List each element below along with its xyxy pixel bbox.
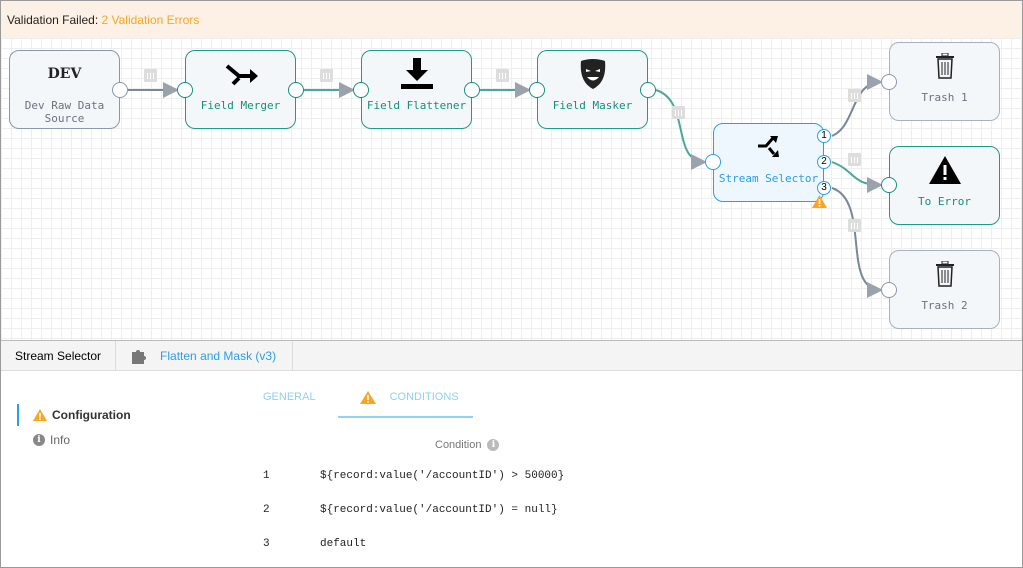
output-port[interactable] [464, 82, 480, 98]
input-port[interactable] [881, 177, 897, 193]
mask-icon [538, 59, 647, 89]
tab-stage[interactable]: Stream Selector [1, 341, 117, 370]
trash-icon [890, 259, 999, 289]
condition-row[interactable]: 1 ${record:value('/accountID') > 50000} [263, 470, 564, 482]
input-port[interactable] [881, 282, 897, 298]
condition-number: 1 [263, 470, 270, 482]
warning-icon [359, 391, 376, 404]
condition-header-label: Condition [435, 439, 482, 451]
node-label: Field Flattener [366, 99, 467, 112]
edge-masker-selector [655, 89, 707, 170]
condition-header: Condition i [435, 439, 500, 451]
input-port[interactable] [353, 82, 369, 98]
stats-icon[interactable] [672, 106, 685, 119]
tab-general[interactable]: GENERAL [263, 391, 316, 403]
condition-row[interactable]: 3 default [263, 538, 366, 550]
tab-conditions[interactable]: CONDITIONS [337, 391, 473, 418]
condition-expression[interactable]: ${record:value('/accountID') = null} [320, 504, 558, 516]
merge-icon [186, 59, 295, 89]
trash-icon [890, 51, 999, 81]
edge-selector-error [831, 161, 883, 193]
node-label: Trash 2 [921, 299, 968, 312]
warning-icon [890, 155, 999, 185]
condition-expression[interactable]: default [320, 538, 367, 550]
output-port-3[interactable]: 3 [817, 181, 831, 195]
condition-row[interactable]: 2 ${record:value('/accountID') = null} [263, 504, 558, 516]
node-label: Trash 1 [921, 91, 968, 104]
sidebar-item-label: Info [50, 433, 71, 447]
node-trash-1[interactable]: Trash 1 [889, 42, 1000, 121]
node-dev-raw-data-source[interactable]: DEV Dev Raw Data Source [9, 50, 120, 129]
puzzle-icon [132, 349, 147, 364]
node-to-error[interactable]: To Error [889, 146, 1000, 225]
condition-number: 3 [263, 538, 270, 550]
validation-label: Validation Failed: [7, 13, 102, 27]
tab-pipeline-label: Flatten and Mask (v3) [160, 348, 277, 363]
node-field-masker[interactable]: Field Masker [537, 50, 648, 129]
stats-icon[interactable] [496, 69, 509, 82]
tab-stage-label: Stream Selector [15, 348, 102, 363]
condition-number: 2 [263, 504, 270, 516]
node-label: Field Masker [552, 99, 633, 112]
download-icon [362, 58, 471, 89]
stats-icon[interactable] [848, 153, 861, 166]
tab-pipeline[interactable]: Flatten and Mask (v3) [116, 341, 294, 370]
output-port[interactable] [112, 82, 128, 98]
node-label: Stream Selector [718, 172, 819, 185]
input-port[interactable] [881, 74, 897, 90]
validation-banner: Validation Failed: 2 Validation Errors [1, 1, 1022, 38]
output-port-1[interactable]: 1 [817, 129, 831, 143]
output-port[interactable] [288, 82, 304, 98]
validation-errors-link[interactable]: 2 Validation Errors [101, 13, 200, 27]
node-field-flattener[interactable]: Field Flattener [361, 50, 472, 129]
shuffle-icon [714, 132, 823, 162]
input-port[interactable] [529, 82, 545, 98]
node-stream-selector[interactable]: Stream Selector [713, 123, 824, 202]
warning-icon [33, 409, 47, 421]
detail-tabs: Stream Selector Flatten and Mask (v3) [1, 341, 1022, 371]
input-port[interactable] [177, 82, 193, 98]
sidebar-item-label: Configuration [52, 408, 131, 422]
node-label: Dev Raw Data Source [24, 99, 105, 125]
warning-icon[interactable] [812, 195, 827, 208]
config-sidebar: Configuration i Info [17, 404, 131, 451]
stats-icon[interactable] [144, 69, 157, 82]
pipeline-edges [128, 74, 883, 298]
info-icon[interactable]: i [487, 439, 500, 451]
input-port[interactable] [705, 154, 721, 170]
sidebar-item-configuration[interactable]: Configuration [17, 404, 131, 426]
edge-selector-trash1 [831, 74, 883, 137]
condition-expression[interactable]: ${record:value('/accountID') > 50000} [320, 470, 565, 482]
stats-icon[interactable] [848, 219, 861, 232]
edge-selector-trash2 [831, 187, 883, 298]
detail-panel: Stream Selector Flatten and Mask (v3) Co… [1, 340, 1022, 568]
stats-icon[interactable] [848, 89, 861, 102]
output-port[interactable] [640, 82, 656, 98]
tab-conditions-label: CONDITIONS [389, 391, 459, 403]
node-label: To Error [918, 195, 971, 208]
sidebar-item-info[interactable]: i Info [17, 429, 131, 451]
node-label: Field Merger [200, 99, 281, 112]
output-port-2[interactable]: 2 [817, 155, 831, 169]
node-field-merger[interactable]: Field Merger [185, 50, 296, 129]
stats-icon[interactable] [320, 69, 333, 82]
node-trash-2[interactable]: Trash 2 [889, 250, 1000, 329]
config-tabs: GENERAL CONDITIONS [263, 391, 473, 418]
info-icon: i [33, 434, 45, 446]
node-title: DEV [47, 66, 82, 82]
